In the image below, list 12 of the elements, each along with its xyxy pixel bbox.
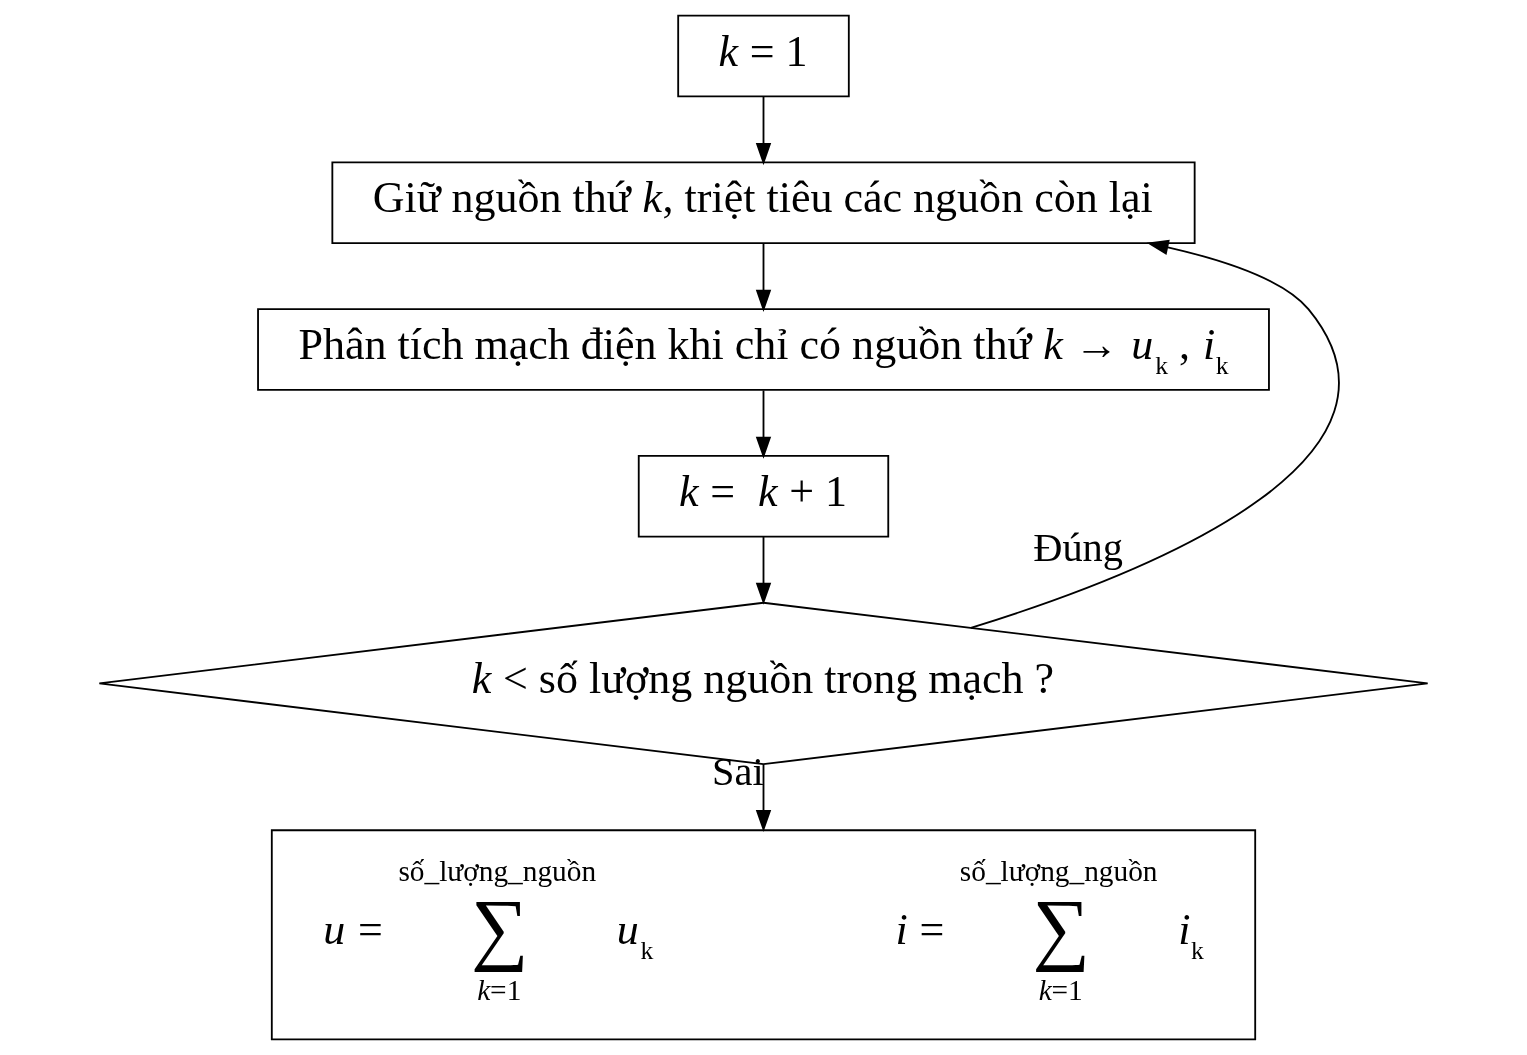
node-box: u = số_lượng_nguồn ∑ k=1 u$_{k}$ i = số_lượng_nguồn ∑ k=1 i$_{k}$	[270, 829, 1257, 1041]
arrow	[969, 239, 1340, 629]
arrow	[755, 242, 772, 312]
node-box: k = k + 1	[637, 455, 890, 538]
arrow	[755, 96, 772, 166]
arrow	[755, 763, 772, 833]
edge-label: Đúng	[1033, 524, 1123, 570]
node-box: Giữ nguồn thứ k, triệt tiêu các nguồn còn lại	[331, 161, 1196, 245]
node-box: Phân tích mạch điện khi chỉ có nguồn thứ k → u$_{k}$ , i$_{k}$	[257, 308, 1270, 391]
arrow	[755, 536, 772, 605]
arrow	[755, 389, 772, 459]
node-box: k = 1	[677, 14, 850, 98]
